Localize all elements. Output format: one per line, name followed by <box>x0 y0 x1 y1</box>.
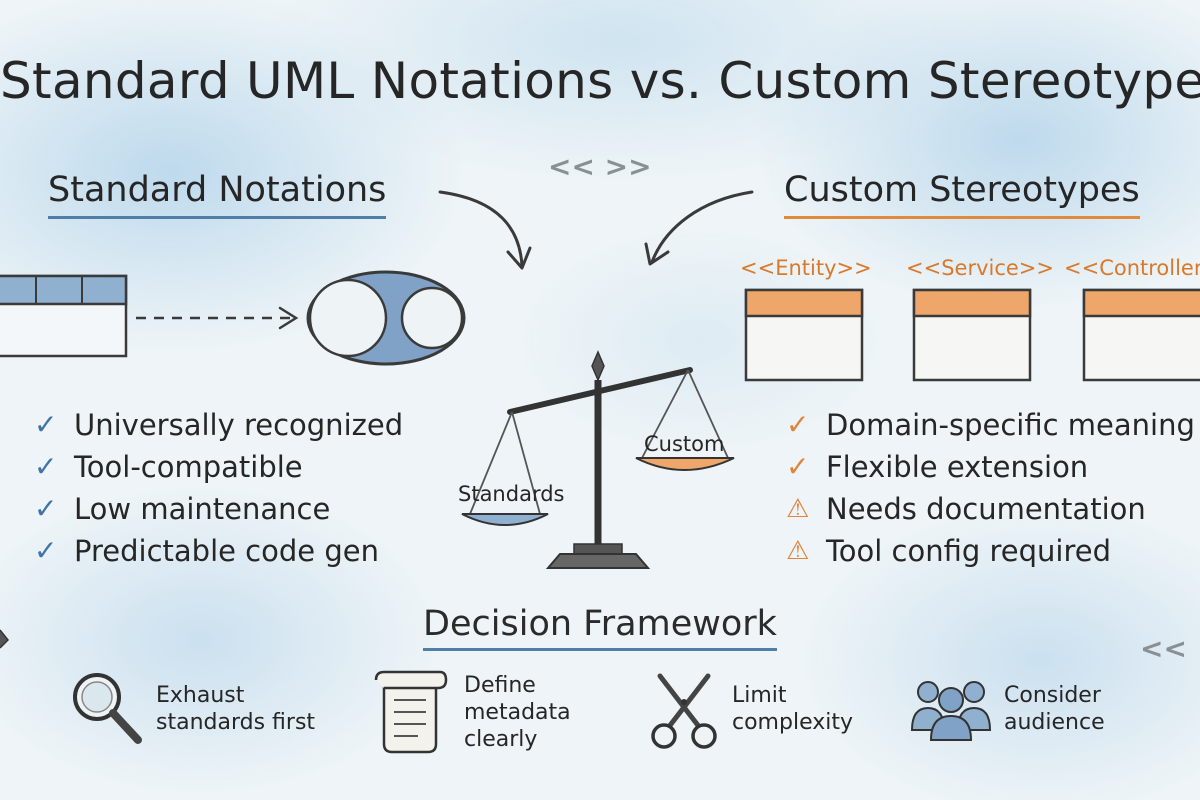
framework-heading-wrap: Decision Framework <box>0 604 1200 651</box>
list-item: ⚠Tool config required <box>786 530 1195 572</box>
scale-label-standards: Standards <box>458 482 565 506</box>
framework-item-define: Define metadata clearly <box>464 673 571 752</box>
corner-chevrons-decoration: << <box>1140 632 1187 665</box>
scroll-icon <box>374 670 448 754</box>
custom-tradeoffs-list: ✓Domain-specific meaning ✓Flexible exten… <box>786 404 1195 572</box>
curved-arrow-right <box>650 190 754 264</box>
framework-item-limit: Limit complexity <box>732 683 853 735</box>
framework-item-exhaust: Exhaust standards first <box>156 683 316 735</box>
list-item: ✓Domain-specific meaning <box>786 404 1195 446</box>
scale-label-custom: Custom <box>644 432 725 456</box>
framework-heading: Decision Framework <box>423 604 777 651</box>
list-item: ✓Universally recognized <box>34 404 403 446</box>
list-item: ✓Flexible extension <box>786 446 1195 488</box>
scissors-icon <box>651 673 717 749</box>
check-icon: ✓ <box>34 408 58 441</box>
uml-class-box <box>0 274 128 358</box>
custom-heading: Custom Stereotypes <box>784 170 1140 219</box>
framework-item-audience: Consider audience <box>1004 683 1105 735</box>
check-icon: ✓ <box>34 450 58 483</box>
check-icon: ✓ <box>786 408 810 441</box>
stereotype-label-controller: <<Controller>> <box>1064 256 1200 280</box>
standard-benefits-list: ✓Universally recognized ✓Tool-compatible… <box>34 404 403 572</box>
list-item: ✓Predictable code gen <box>34 530 403 572</box>
check-icon: ✓ <box>34 534 58 567</box>
edge-fragment <box>0 629 10 649</box>
uml-usecase-ellipse <box>306 270 466 366</box>
list-item: ✓Tool-compatible <box>34 446 403 488</box>
magnifier-icon <box>73 673 142 744</box>
chevrons-decoration: << >> <box>548 150 652 183</box>
curved-arrow-left <box>438 190 524 268</box>
balance-scale-icon <box>461 350 735 569</box>
page-title: Standard UML Notations vs. Custom Stereo… <box>0 52 1200 110</box>
warning-icon: ⚠ <box>786 494 810 524</box>
standard-heading: Standard Notations <box>48 170 387 219</box>
people-icon <box>910 681 992 741</box>
stereotype-box-service <box>912 288 1032 382</box>
stereotype-box-controller <box>1082 288 1200 382</box>
stereotype-label-entity: <<Entity>> <box>740 256 872 280</box>
warning-icon: ⚠ <box>786 536 810 566</box>
check-icon: ✓ <box>34 492 58 525</box>
stereotype-box-entity <box>744 288 864 382</box>
check-icon: ✓ <box>786 450 810 483</box>
stereotype-label-service: <<Service>> <box>906 256 1054 280</box>
list-item: ⚠Needs documentation <box>786 488 1195 530</box>
list-item: ✓Low maintenance <box>34 488 403 530</box>
